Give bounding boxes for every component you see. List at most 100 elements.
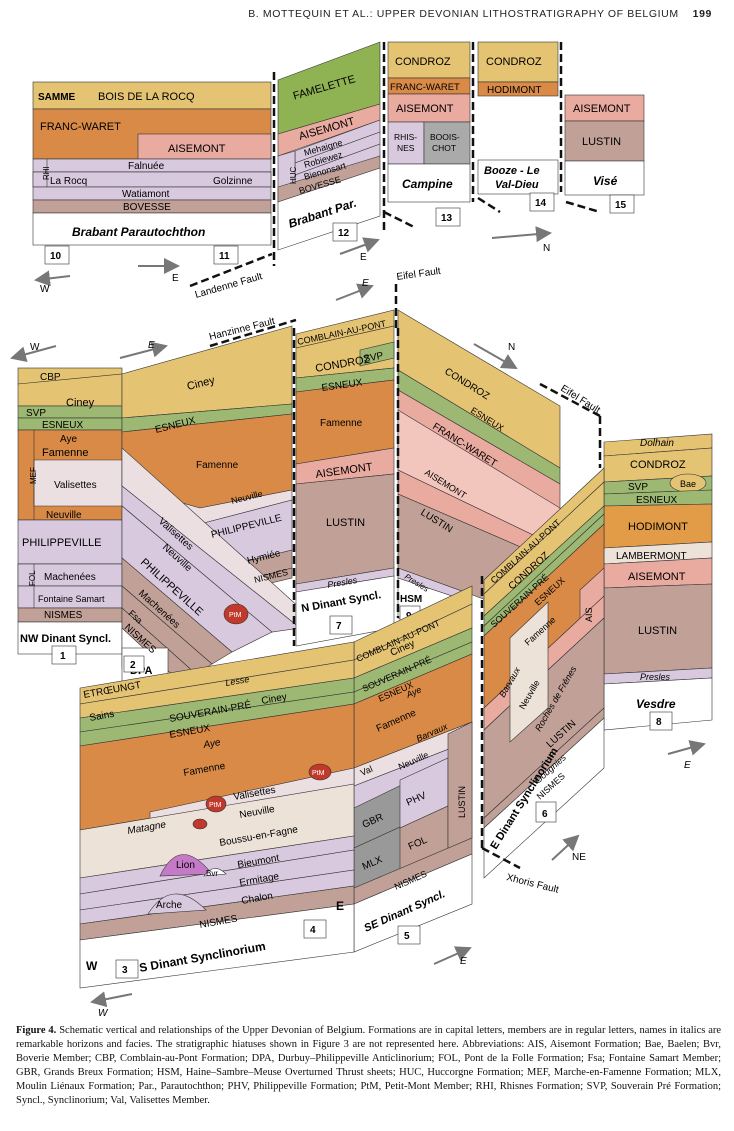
p1-svp: SVP [26,408,46,419]
p1-aye: Aye [60,434,77,445]
p1-dir-e: E [148,340,155,351]
p15-lustin: LUSTIN [582,136,621,148]
p3-arche: Arche [156,900,183,911]
p9-dir: N [508,342,515,353]
p7-lustin: LUSTIN [326,517,365,529]
p1-ciney: Ciney [66,397,95,409]
running-header: B. MOTTEQUIN ET AL.: UPPER DEVONIAN LITH… [248,8,712,20]
p10-watiamont: Watiamont [122,189,170,200]
p1-fol: FOL [28,570,37,586]
p3-ptm-right: PtM [312,770,325,777]
p10-samme: SAMME [38,92,76,103]
p10-franc-waret: FRANC-WARET [40,121,121,133]
p15-title: Visé [593,174,618,188]
p1-neuville: Neuville [46,510,82,521]
p12-huc: HUC [289,166,298,184]
p4-number: 4 [310,925,316,936]
p10-falnuee: Falnuée [128,161,165,172]
p8-presles: Presles [640,672,671,682]
p13-number: 13 [441,213,453,224]
figure-caption: Figure 4. Schematic vertical and relatio… [16,1024,721,1108]
p1-valisettes: Valisettes [54,480,97,491]
p5-lustin: LUSTIN [457,786,467,818]
page-number: 199 [693,8,712,20]
figure-label: Figure 4. [16,1025,56,1036]
p8-dir: E [684,760,691,771]
p14-number: 14 [535,198,547,209]
p2-number: 2 [130,660,136,671]
stratigraphic-figure: SAMME BOIS DE LA ROCQ FRANC-WARET AISEMO… [0,28,734,1020]
p2-ptm: PtM [229,612,242,619]
p6-ais: AIS [584,607,594,622]
p12-number: 12 [338,228,350,239]
p14-dir: N [543,243,550,254]
p10-title: Brabant Parautochthon [72,225,205,239]
p8-condroz: CONDROZ [630,459,686,471]
p10-aisemont: AISEMONT [168,143,226,155]
p1-title: NW Dinant Syncl. [20,633,111,645]
p12-fault: Landenne Fault [194,271,264,301]
p14-title-2: Val-Dieu [495,179,539,191]
p8-number: 8 [656,717,662,728]
p3-number: 3 [122,965,128,976]
p10-dir-w: W [40,284,50,295]
p7-dir: E [362,278,369,289]
p8-lambermont: LAMBERMONT [616,551,687,562]
p10-bovesse: BOVESSE [123,202,171,213]
p13-rhisnes-1: RHIS- [394,132,417,142]
p13-franc-waret: FRANC-WARET [390,82,460,93]
p13-rhisnes-2: NES [397,143,415,153]
p6-dir: NE [572,852,586,863]
p8-fault: Eifel Fault [558,383,602,416]
p5-dir: E [460,956,467,967]
p13-aisemont: AISEMONT [396,103,454,115]
p1-fontaine-samart: Fontaine Samart [38,594,105,604]
p1-dir-w: W [30,342,40,353]
p8-esneux: ESNEUX [636,495,677,506]
p3-lion: Lion [176,860,195,871]
p8-lustin: LUSTIN [638,625,677,637]
p8-svp: SVP [628,482,648,493]
running-title: B. MOTTEQUIN ET AL.: UPPER DEVONIAN LITH… [248,8,678,20]
p14-hodimont: HODIMONT [487,85,541,96]
p1-nismes: NISMES [44,610,83,621]
p1-machenees: Machenées [44,572,96,583]
p3-bvr: Bvr [206,869,218,878]
p9-hsm: HSM [400,594,422,605]
p3-ptm-left: PtM [209,802,222,809]
p8-aisemont: AISEMONT [628,571,686,583]
p6-fault: Xhoris Fault [505,872,560,896]
p1-cbp: CBP [40,372,61,383]
p1-mef: MEF [29,467,38,484]
p14-condroz: CONDROZ [486,56,542,68]
p15-aisemont: AISEMONT [573,103,631,115]
p14-title-1: Booze - Le [484,165,540,177]
p6-number: 6 [542,809,548,820]
p3-e-label: E [336,899,344,913]
p7-famenne: Famenne [320,418,363,429]
p7-fault: Eifel Fault [396,266,442,283]
p10-dir-e: E [172,273,179,284]
p1-philippeville: PHILIPPEVILLE [22,537,102,549]
p8-hodimont: HODIMONT [628,521,688,533]
p3-dir: W [98,1008,109,1019]
p15-number: 15 [615,200,627,211]
p1-famenne: Famenne [42,447,88,459]
p8-title: Vesdre [636,697,676,711]
p11-number: 11 [219,251,230,262]
p13-condroz: CONDROZ [395,56,451,68]
p7-number: 7 [336,621,342,632]
p5-number: 5 [404,931,410,942]
p1-esneux: ESNEUX [42,420,83,431]
p13-booischot-2: CHOT [432,143,456,153]
p8-dolhain: Dolhain [640,438,674,449]
p8-bae: Bae [680,479,696,489]
p12-dir: E [360,252,367,263]
p3-w-label: W [86,959,98,973]
p10-golzinne: Golzinne [213,176,253,187]
p10-number: 10 [50,251,62,262]
caption-text: Schematic vertical and relationships of … [16,1025,721,1106]
p1-number: 1 [60,651,66,662]
p13-booischot-1: BOOIS- [430,132,460,142]
p13-title: Campine [402,177,453,191]
